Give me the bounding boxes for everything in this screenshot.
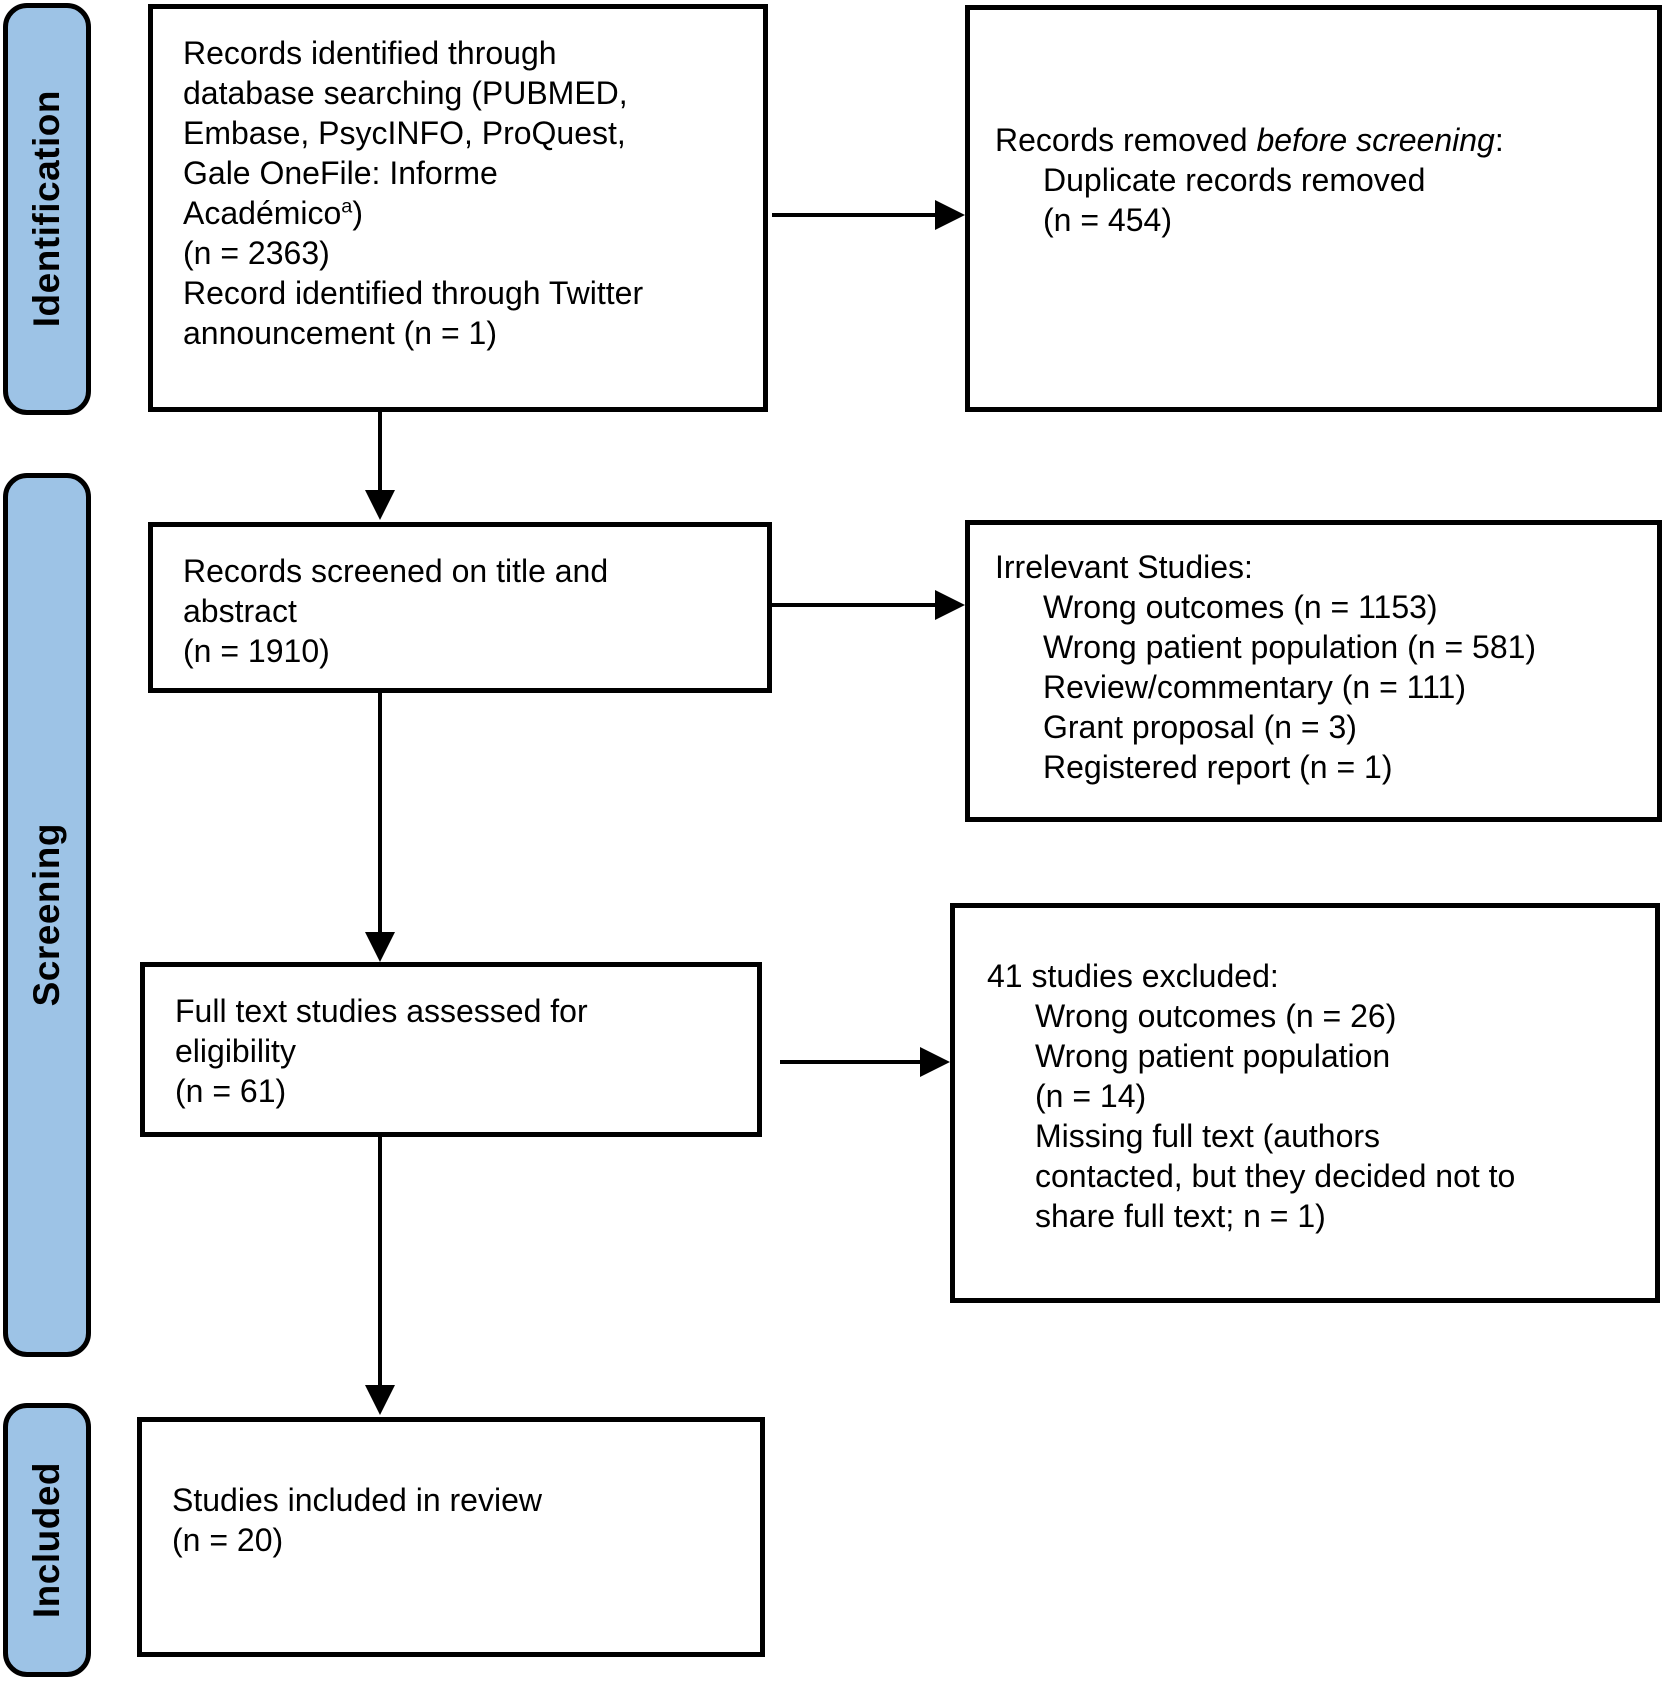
text-line-count: (n = 454) <box>1043 202 1172 238</box>
box-fulltext-assessed: Full text studies assessed for eligibili… <box>140 962 762 1137</box>
arrow-stem <box>378 1137 382 1389</box>
removed-title-pre: Records removed <box>995 122 1257 158</box>
arrow-identified-to-removed <box>772 200 965 230</box>
stage-bar-identification: Identification <box>3 3 91 415</box>
text-line: database searching (PUBMED, <box>183 75 628 111</box>
text-line-item: Wrong outcomes (n = 26) <box>1035 998 1397 1034</box>
arrow-head-down-icon <box>365 932 395 962</box>
text-line: eligibility <box>175 1033 296 1069</box>
academico-footnote-marker: a <box>341 195 353 218</box>
text-line-title: 41 studies excluded: <box>987 958 1279 994</box>
text-line-item: Wrong outcomes (n = 1153) <box>1043 589 1438 625</box>
arrow-screened-to-irrelevant <box>772 590 965 620</box>
text-line-item: Registered report (n = 1) <box>1043 749 1393 785</box>
arrow-identified-to-screened <box>365 412 395 520</box>
text-line: Gale OneFile: Informe <box>183 155 498 191</box>
text-line-item: Review/commentary (n = 111) <box>1043 669 1466 705</box>
removed-title-post: : <box>1494 122 1504 158</box>
box-irrelevant-studies: Irrelevant Studies: Wrong outcomes (n = … <box>965 520 1662 822</box>
arrow-stem <box>772 213 939 217</box>
text-line-count: (n = 61) <box>175 1073 287 1109</box>
text-line: announcement (n = 1) <box>183 315 497 351</box>
arrow-head-right-icon <box>935 200 965 230</box>
box-records-removed: Records removed before screening: Duplic… <box>965 5 1662 412</box>
text-line: Embase, PsycINFO, ProQuest, <box>183 115 626 151</box>
academico-close: ) <box>352 195 363 231</box>
arrow-fulltext-to-excluded <box>780 1047 950 1077</box>
text-line-count: (n = 20) <box>172 1522 284 1558</box>
box-records-screened: Records screened on title and abstract (… <box>148 522 772 693</box>
stage-label-identification: Identification <box>26 90 67 328</box>
text-line: Record identified through Twitter <box>183 275 644 311</box>
text-line-item: contacted, but they decided not to <box>1035 1158 1516 1194</box>
arrow-stem <box>780 1060 924 1064</box>
text-line-item: Missing full text (authors <box>1035 1118 1381 1154</box>
arrow-screened-to-fulltext <box>365 693 395 962</box>
arrow-head-right-icon <box>935 590 965 620</box>
text-line-item: Wrong patient population (n = 581) <box>1043 629 1537 665</box>
text-line: abstract <box>183 593 297 629</box>
box-studies-excluded: 41 studies excluded: Wrong outcomes (n =… <box>950 903 1660 1303</box>
stage-bar-screening: Screening <box>3 473 91 1357</box>
arrow-head-right-icon <box>920 1047 950 1077</box>
text-line-item: Grant proposal (n = 3) <box>1043 709 1357 745</box>
text-line-count: (n = 14) <box>1035 1078 1147 1114</box>
text-line-count: (n = 2363) <box>183 235 330 271</box>
arrow-stem <box>378 693 382 936</box>
text-line-count: (n = 1910) <box>183 633 330 669</box>
arrow-stem <box>378 412 382 494</box>
text-line: Studies included in review <box>172 1482 542 1518</box>
text-line-item: Wrong patient population <box>1035 1038 1391 1074</box>
stage-label-included: Included <box>26 1461 67 1619</box>
arrow-head-down-icon <box>365 490 395 520</box>
text-line-title: Irrelevant Studies: <box>995 549 1253 585</box>
box-records-identified: Records identified through database sear… <box>148 4 768 412</box>
text-line-title: Records removed before screening: <box>995 120 1645 160</box>
arrow-fulltext-to-included <box>365 1137 395 1415</box>
text-line: Records screened on title and <box>183 553 609 589</box>
text-line: Records identified through <box>183 35 557 71</box>
box-studies-included: Studies included in review (n = 20) <box>137 1417 765 1657</box>
text-line-academico: Académicoa) <box>183 193 751 233</box>
arrow-head-down-icon <box>365 1385 395 1415</box>
stage-bar-included: Included <box>3 1403 91 1677</box>
text-line-item: share full text; n = 1) <box>1035 1198 1326 1234</box>
text-line-item: Duplicate records removed <box>1043 162 1426 198</box>
stage-label-screening: Screening <box>26 823 67 1007</box>
text-line: Full text studies assessed for <box>175 993 588 1029</box>
removed-title-italic: before screening <box>1256 122 1495 158</box>
academico-base: Académico <box>183 195 342 231</box>
arrow-stem <box>772 603 939 607</box>
